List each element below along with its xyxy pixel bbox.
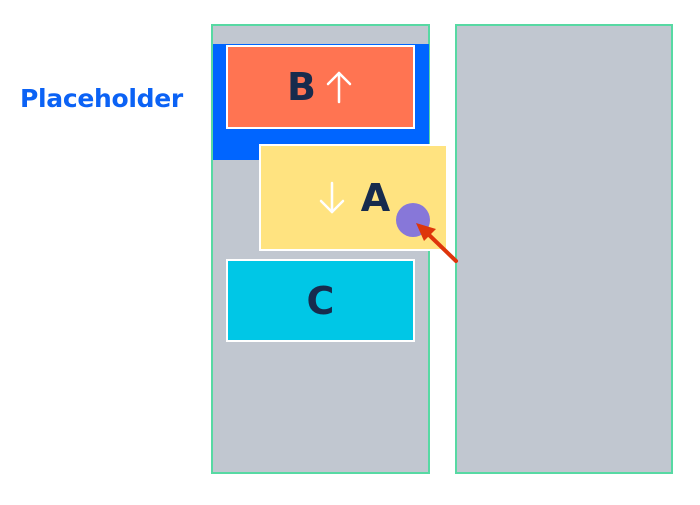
card-c[interactable]: C xyxy=(226,259,415,342)
right-column xyxy=(455,24,673,474)
card-c-letter: C xyxy=(306,278,335,323)
pointer-arrow-icon xyxy=(416,223,458,263)
arrow-up-icon xyxy=(326,71,352,104)
placeholder-label: Placeholder xyxy=(20,84,183,113)
card-b[interactable]: B xyxy=(226,45,415,129)
card-a-letter: A xyxy=(360,175,391,220)
card-b-letter: B xyxy=(287,65,316,109)
arrow-down-icon xyxy=(319,181,345,213)
